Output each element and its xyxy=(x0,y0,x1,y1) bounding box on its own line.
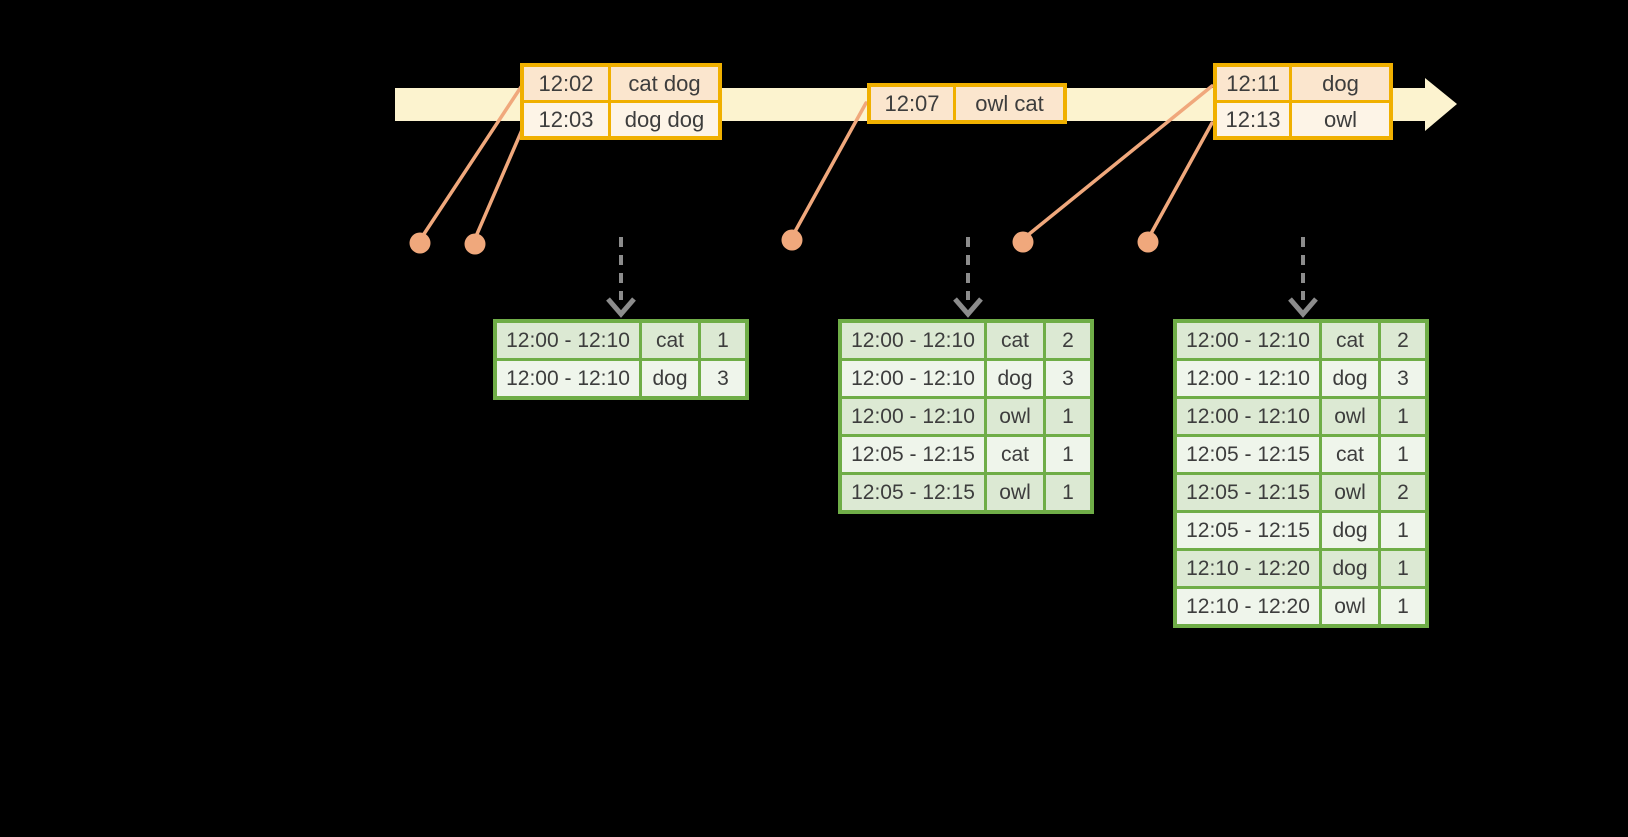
event-time-cell: 12:13 xyxy=(1217,103,1289,136)
word-cell: dog xyxy=(642,361,698,396)
count-cell: 1 xyxy=(1381,551,1425,586)
event-connector-line xyxy=(1021,84,1214,241)
count-cell: 2 xyxy=(1381,475,1425,510)
window-range-cell: 12:00 - 12:10 xyxy=(1177,323,1319,358)
word-cell: owl xyxy=(1322,589,1378,624)
event-connector-lines xyxy=(418,84,1214,243)
event-time-dot xyxy=(781,229,803,251)
word-cell: dog xyxy=(987,361,1043,396)
window-range-cell: 12:00 - 12:10 xyxy=(842,361,984,396)
window-range-cell: 12:00 - 12:10 xyxy=(1177,399,1319,434)
event-time-dot xyxy=(1137,231,1159,253)
count-cell: 3 xyxy=(701,361,745,396)
count-cell: 1 xyxy=(1381,513,1425,548)
window-range-cell: 12:00 - 12:10 xyxy=(842,399,984,434)
count-cell: 1 xyxy=(1046,475,1090,510)
count-cell: 3 xyxy=(1381,361,1425,396)
word-cell: owl xyxy=(987,399,1043,434)
count-cell: 2 xyxy=(1046,323,1090,358)
event-words-cell: owl xyxy=(1292,103,1389,136)
word-cell: cat xyxy=(987,437,1043,472)
event-words-cell: dog dog xyxy=(611,103,718,136)
word-cell: cat xyxy=(642,323,698,358)
window-range-cell: 12:00 - 12:10 xyxy=(497,361,639,396)
trigger-arrows xyxy=(606,237,1318,318)
count-cell: 3 xyxy=(1046,361,1090,396)
count-cell: 1 xyxy=(1381,437,1425,472)
event-time-dot xyxy=(1012,231,1034,253)
count-cell: 1 xyxy=(1381,399,1425,434)
window-range-cell: 12:00 - 12:10 xyxy=(1177,361,1319,396)
word-cell: owl xyxy=(1322,399,1378,434)
window-range-cell: 12:00 - 12:10 xyxy=(842,323,984,358)
window-range-cell: 12:10 - 12:20 xyxy=(1177,589,1319,624)
window-range-cell: 12:05 - 12:15 xyxy=(842,437,984,472)
word-cell: cat xyxy=(1322,437,1378,472)
down-arrowhead-icon xyxy=(953,297,983,318)
event-time-dots xyxy=(409,229,1159,255)
word-cell: dog xyxy=(1322,513,1378,548)
down-arrowhead-icon xyxy=(1288,297,1318,318)
event-connector-line xyxy=(1146,121,1214,241)
down-arrowhead-icon xyxy=(606,297,636,318)
window-range-cell: 12:05 - 12:15 xyxy=(842,475,984,510)
event-time-cell: 12:03 xyxy=(524,103,608,136)
word-cell: owl xyxy=(987,475,1043,510)
event-words-cell: cat dog xyxy=(611,67,718,100)
event-time-cell: 12:11 xyxy=(1217,67,1289,100)
window-range-cell: 12:05 - 12:15 xyxy=(1177,437,1319,472)
event-connector-line xyxy=(472,121,527,243)
window-range-cell: 12:00 - 12:10 xyxy=(497,323,639,358)
count-cell: 2 xyxy=(1381,323,1425,358)
count-cell: 1 xyxy=(1046,399,1090,434)
event-time-dot xyxy=(464,233,486,255)
event-connector-line xyxy=(790,101,868,239)
event-time-cell: 12:07 xyxy=(871,87,953,120)
word-cell: owl xyxy=(1322,475,1378,510)
event-connector-line xyxy=(418,85,523,242)
word-cell: dog xyxy=(1322,551,1378,586)
window-range-cell: 12:10 - 12:20 xyxy=(1177,551,1319,586)
timeline-arrowhead-icon xyxy=(1425,78,1457,131)
event-words-cell: owl cat xyxy=(956,87,1063,120)
count-cell: 1 xyxy=(1046,437,1090,472)
count-cell: 1 xyxy=(701,323,745,358)
word-cell: dog xyxy=(1322,361,1378,396)
window-range-cell: 12:05 - 12:15 xyxy=(1177,475,1319,510)
event-time-dot xyxy=(409,232,431,254)
word-cell: cat xyxy=(1322,323,1378,358)
event-words-cell: dog xyxy=(1292,67,1389,100)
event-time-cell: 12:02 xyxy=(524,67,608,100)
window-range-cell: 12:05 - 12:15 xyxy=(1177,513,1319,548)
word-cell: cat xyxy=(987,323,1043,358)
count-cell: 1 xyxy=(1381,589,1425,624)
